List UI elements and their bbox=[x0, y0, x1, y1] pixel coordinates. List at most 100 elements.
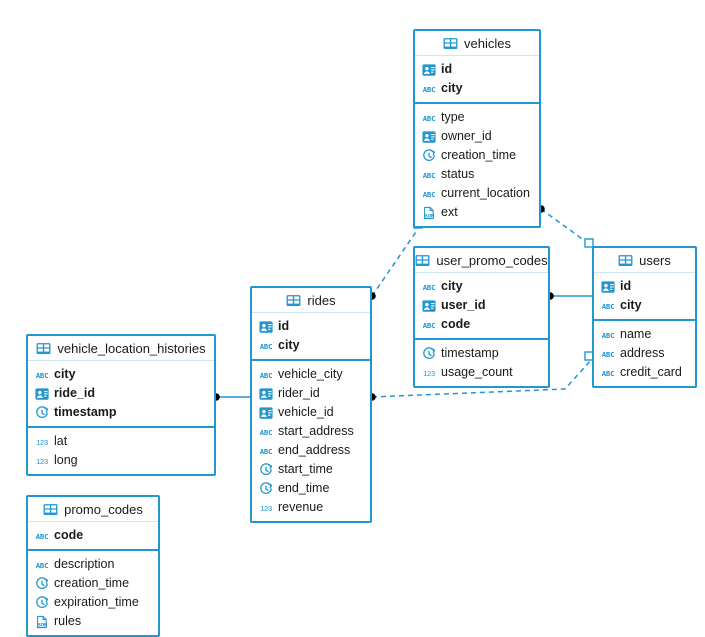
table-icon bbox=[286, 293, 301, 308]
field-name: status bbox=[441, 167, 475, 182]
field-name: ext bbox=[441, 205, 458, 220]
field-row[interactable]: expiration_time bbox=[28, 593, 158, 612]
field-name: id bbox=[278, 319, 290, 334]
table-icon bbox=[36, 341, 51, 356]
clock-icon bbox=[422, 148, 436, 163]
field-row[interactable]: user_id bbox=[415, 296, 548, 315]
clock-icon bbox=[35, 595, 49, 610]
field-row[interactable]: creation_time bbox=[415, 146, 539, 165]
svg-text:JSON: JSON bbox=[36, 622, 47, 627]
field-row[interactable]: id bbox=[252, 317, 370, 336]
123-number-icon: 123 bbox=[422, 366, 436, 380]
field-name: end_address bbox=[278, 443, 351, 458]
entity-header-users: users bbox=[594, 248, 695, 273]
svg-text:ABC: ABC bbox=[602, 301, 615, 310]
svg-text:ABC: ABC bbox=[36, 531, 49, 540]
field-name: revenue bbox=[278, 500, 324, 515]
field-name: type bbox=[441, 110, 465, 125]
field-name: city bbox=[278, 338, 300, 353]
abc-text-icon: ABC bbox=[422, 82, 436, 96]
field-row[interactable]: JSON ext bbox=[415, 203, 539, 222]
svg-text:ABC: ABC bbox=[260, 341, 273, 350]
field-name: ride_id bbox=[54, 386, 95, 401]
id-card-icon bbox=[259, 387, 273, 401]
field-row[interactable]: JSON rules bbox=[28, 612, 158, 631]
field-row[interactable]: start_time bbox=[252, 460, 370, 479]
relationship-user-promo-codes-to-users[interactable] bbox=[546, 292, 592, 300]
field-row[interactable]: creation_time bbox=[28, 574, 158, 593]
field-row[interactable]: timestamp bbox=[28, 403, 214, 422]
svg-text:123: 123 bbox=[423, 368, 435, 377]
123-number-icon: 123 bbox=[35, 435, 49, 449]
field-row[interactable]: 123 revenue bbox=[252, 498, 370, 517]
abc-text-icon: ABC bbox=[35, 368, 49, 382]
id-card-icon bbox=[259, 320, 273, 334]
relationship-vehicle-location-histories-to-rides[interactable] bbox=[212, 393, 250, 401]
svg-text:ABC: ABC bbox=[36, 560, 49, 569]
field-row[interactable]: owner_id bbox=[415, 127, 539, 146]
abc-text-icon: ABC bbox=[259, 425, 273, 439]
field-name: name bbox=[620, 327, 652, 342]
field-row[interactable]: id bbox=[415, 60, 539, 79]
clock-icon bbox=[35, 405, 49, 420]
field-row[interactable]: ABC current_location bbox=[415, 184, 539, 203]
field-name: address bbox=[620, 346, 665, 361]
entity-header-rides: rides bbox=[252, 288, 370, 313]
field-row[interactable]: ABC name bbox=[594, 325, 695, 344]
field-row[interactable]: id bbox=[594, 277, 695, 296]
field-name: rider_id bbox=[278, 386, 320, 401]
abc-text-icon: ABC bbox=[601, 366, 615, 380]
123-number-icon: 123 bbox=[259, 501, 273, 515]
svg-text:ABC: ABC bbox=[602, 330, 615, 339]
field-name: current_location bbox=[441, 186, 530, 201]
id-card-icon bbox=[35, 387, 49, 401]
field-row[interactable]: ride_id bbox=[28, 384, 214, 403]
clock-icon bbox=[422, 346, 436, 361]
field-name: rules bbox=[54, 614, 82, 629]
field-name: code bbox=[441, 317, 471, 332]
svg-text:123: 123 bbox=[36, 437, 48, 446]
json-icon: JSON bbox=[422, 206, 436, 220]
field-row[interactable]: rider_id bbox=[252, 384, 370, 403]
table-icon bbox=[618, 253, 633, 268]
field-row[interactable]: ABC end_address bbox=[252, 441, 370, 460]
field-row[interactable]: ABC city bbox=[252, 336, 370, 355]
field-row[interactable]: vehicle_id bbox=[252, 403, 370, 422]
field-row[interactable]: timestamp bbox=[415, 344, 548, 363]
field-name: creation_time bbox=[54, 576, 130, 591]
svg-text:ABC: ABC bbox=[423, 189, 436, 198]
abc-text-icon: ABC bbox=[259, 444, 273, 458]
field-row[interactable]: end_time bbox=[252, 479, 370, 498]
relationship-vehicles-to-users[interactable] bbox=[537, 205, 594, 248]
